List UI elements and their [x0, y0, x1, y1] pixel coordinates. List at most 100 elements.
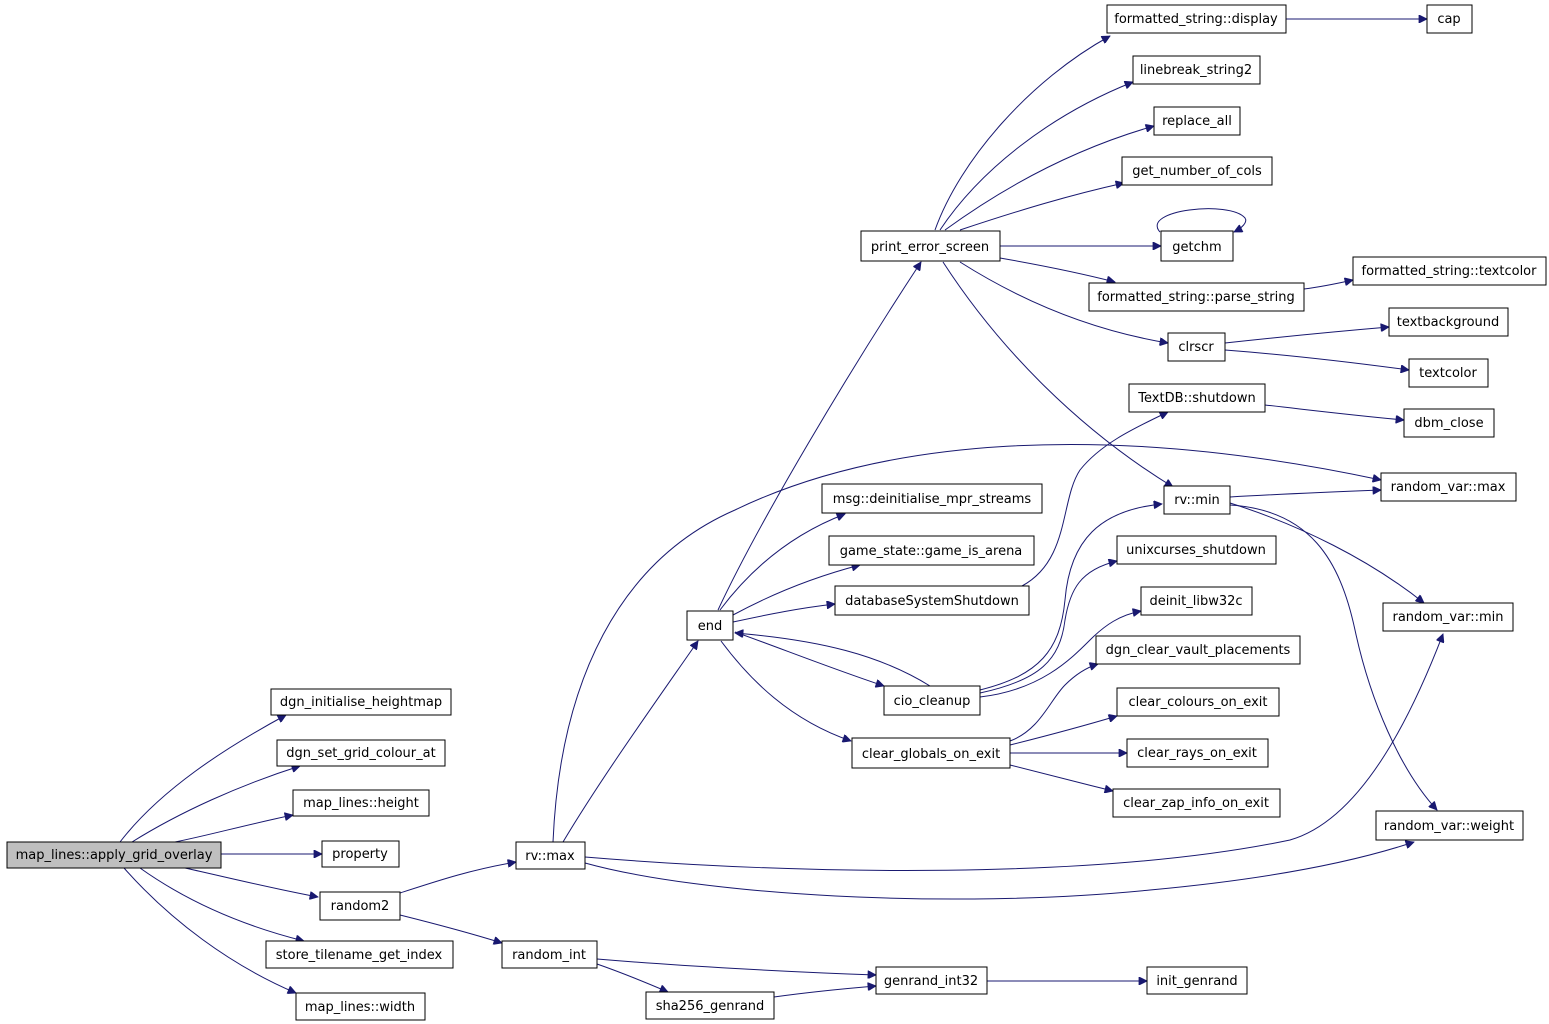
node-cio-cleanup[interactable]: cio_cleanup	[883, 685, 981, 716]
node-dgn-initialise-heightmap[interactable]: dgn_initialise_heightmap	[270, 688, 452, 716]
node-label: rv::min	[1174, 493, 1220, 508]
node-label: map_lines::apply_grid_overlay	[16, 848, 213, 863]
node-label: init_genrand	[1156, 974, 1237, 989]
node-print-error-screen[interactable]: print_error_screen	[860, 230, 1001, 262]
node-store-tilename-get-index[interactable]: store_tilename_get_index	[265, 940, 454, 969]
node-apply-grid-overlay[interactable]: map_lines::apply_grid_overlay	[6, 841, 222, 869]
node-label: random_var::min	[1393, 610, 1504, 625]
node-sha256-genrand[interactable]: sha256_genrand	[645, 991, 775, 1020]
node-label: databaseSystemShutdown	[845, 594, 1019, 609]
edge-rvmin-randvarweight	[1229, 504, 1437, 810]
edge-clearglobals-dgnvault	[1009, 664, 1098, 742]
edge-apply-random2	[184, 867, 318, 897]
edge-rvmax-randvarmin	[584, 634, 1443, 871]
node-dgn-set-grid-colour-at[interactable]: dgn_set_grid_colour_at	[276, 739, 446, 767]
edge-end-msgdeinit	[719, 514, 845, 611]
node-getchm[interactable]: getchm	[1160, 230, 1234, 262]
edge-rvmin-randvarmax	[1229, 490, 1381, 498]
node-property[interactable]: property	[321, 840, 400, 868]
node-clear-zap-info-on-exit[interactable]: clear_zap_info_on_exit	[1112, 788, 1281, 818]
node-random-int[interactable]: random_int	[501, 940, 598, 969]
edge-clearglobals-clearcolours	[1009, 716, 1117, 746]
node-end[interactable]: end	[686, 610, 734, 641]
node-replace-all[interactable]: replace_all	[1153, 106, 1241, 136]
node-label: linebreak_string2	[1140, 63, 1252, 78]
node-deinit-libw32c[interactable]: deinit_libw32c	[1140, 586, 1253, 616]
edge-printerr-fsdisplay	[934, 35, 1110, 231]
node-random2[interactable]: random2	[319, 891, 401, 921]
node-label: store_tilename_get_index	[276, 948, 443, 963]
node-label: dgn_initialise_heightmap	[280, 695, 442, 710]
node-label: formatted_string::display	[1114, 12, 1278, 27]
node-label: formatted_string::parse_string	[1097, 290, 1294, 305]
edge-end-gamearena	[732, 565, 860, 616]
node-formatted-string-display[interactable]: formatted_string::display	[1106, 4, 1287, 34]
node-label: msg::deinitialise_mpr_streams	[833, 492, 1032, 507]
node-cap[interactable]: cap	[1426, 4, 1473, 34]
node-label: sha256_genrand	[656, 999, 765, 1014]
node-rv-max[interactable]: rv::max	[515, 841, 586, 870]
edge-clrscr-textbg	[1224, 327, 1389, 344]
node-random-var-weight[interactable]: random_var::weight	[1375, 810, 1524, 841]
node-msg-deinitialise-mpr-streams[interactable]: msg::deinitialise_mpr_streams	[821, 483, 1043, 514]
node-label: cio_cleanup	[894, 694, 971, 709]
node-label: random_var::max	[1391, 480, 1506, 495]
edge-random2-randomint	[399, 914, 502, 943]
node-dgn-clear-vault-placements[interactable]: dgn_clear_vault_placements	[1095, 635, 1301, 665]
edge-end-clearglobals	[720, 640, 851, 741]
edge-randomint-sha256	[596, 963, 668, 992]
node-random-var-max[interactable]: random_var::max	[1380, 472, 1517, 502]
node-label: textbackground	[1397, 315, 1500, 330]
edge-end-dbshutdown	[732, 604, 835, 623]
edge-randomint-genrand	[596, 958, 876, 975]
node-textcolor[interactable]: textcolor	[1408, 358, 1489, 388]
node-label: dgn_clear_vault_placements	[1106, 643, 1291, 658]
node-label: get_number_of_cols	[1132, 164, 1262, 179]
node-label: dbm_close	[1414, 416, 1483, 431]
node-textdb-shutdown[interactable]: TextDB::shutdown	[1128, 383, 1266, 413]
edge-apply-storetile	[139, 867, 304, 941]
edge-fsparse-fstextcolor	[1303, 280, 1353, 290]
node-genrand-int32[interactable]: genrand_int32	[875, 966, 988, 995]
node-label: clrscr	[1178, 340, 1214, 355]
node-rv-min[interactable]: rv::min	[1163, 485, 1231, 515]
edge-apply-gridcolour	[131, 766, 300, 843]
node-label: getchm	[1172, 240, 1221, 255]
edge-end-ciocleanup	[734, 631, 884, 686]
node-label: game_state::game_is_arena	[840, 544, 1023, 559]
edge-dbshutdown-textdb	[1021, 412, 1168, 587]
node-label: replace_all	[1162, 114, 1232, 129]
node-label: rv::max	[525, 849, 575, 864]
edge-ciocleanup-rvmin-curve	[979, 504, 1162, 691]
node-map-lines-width[interactable]: map_lines::width	[295, 992, 426, 1021]
node-label: random_var::weight	[1384, 819, 1514, 834]
node-clear-rays-on-exit[interactable]: clear_rays_on_exit	[1126, 738, 1269, 768]
node-label: clear_rays_on_exit	[1137, 746, 1257, 761]
edge-end-printerr	[717, 262, 921, 611]
edge-getchm-self	[1156, 208, 1247, 233]
node-linebreak-string2[interactable]: linebreak_string2	[1132, 55, 1261, 85]
edge-printerr-fsparse	[999, 257, 1115, 282]
node-formatted-string-parse-string[interactable]: formatted_string::parse_string	[1088, 282, 1305, 312]
edge-ciocleanup-end	[735, 633, 931, 687]
node-clear-colours-on-exit[interactable]: clear_colours_on_exit	[1116, 687, 1280, 717]
node-unixcurses-shutdown[interactable]: unixcurses_shutdown	[1116, 535, 1277, 565]
node-label: random_int	[512, 948, 586, 963]
edge-rvmax-randvarweight	[584, 842, 1414, 900]
node-init-genrand[interactable]: init_genrand	[1146, 966, 1248, 995]
node-dbm-close[interactable]: dbm_close	[1403, 408, 1495, 438]
node-game-state-game-is-arena[interactable]: game_state::game_is_arena	[828, 535, 1035, 566]
node-get-number-of-cols[interactable]: get_number_of_cols	[1121, 156, 1273, 186]
node-label: property	[332, 847, 388, 862]
node-clrscr[interactable]: clrscr	[1167, 332, 1226, 362]
node-clear-globals-on-exit[interactable]: clear_globals_on_exit	[851, 737, 1011, 769]
node-map-lines-height[interactable]: map_lines::height	[292, 789, 430, 817]
node-database-system-shutdown[interactable]: databaseSystemShutdown	[834, 585, 1030, 616]
node-label: genrand_int32	[884, 974, 978, 989]
edge-sha256-genrand	[773, 986, 876, 998]
node-formatted-string-textcolor[interactable]: formatted_string::textcolor	[1352, 256, 1547, 286]
node-random-var-min[interactable]: random_var::min	[1382, 602, 1514, 632]
node-textbackground[interactable]: textbackground	[1388, 307, 1509, 337]
node-label: random2	[331, 899, 390, 914]
